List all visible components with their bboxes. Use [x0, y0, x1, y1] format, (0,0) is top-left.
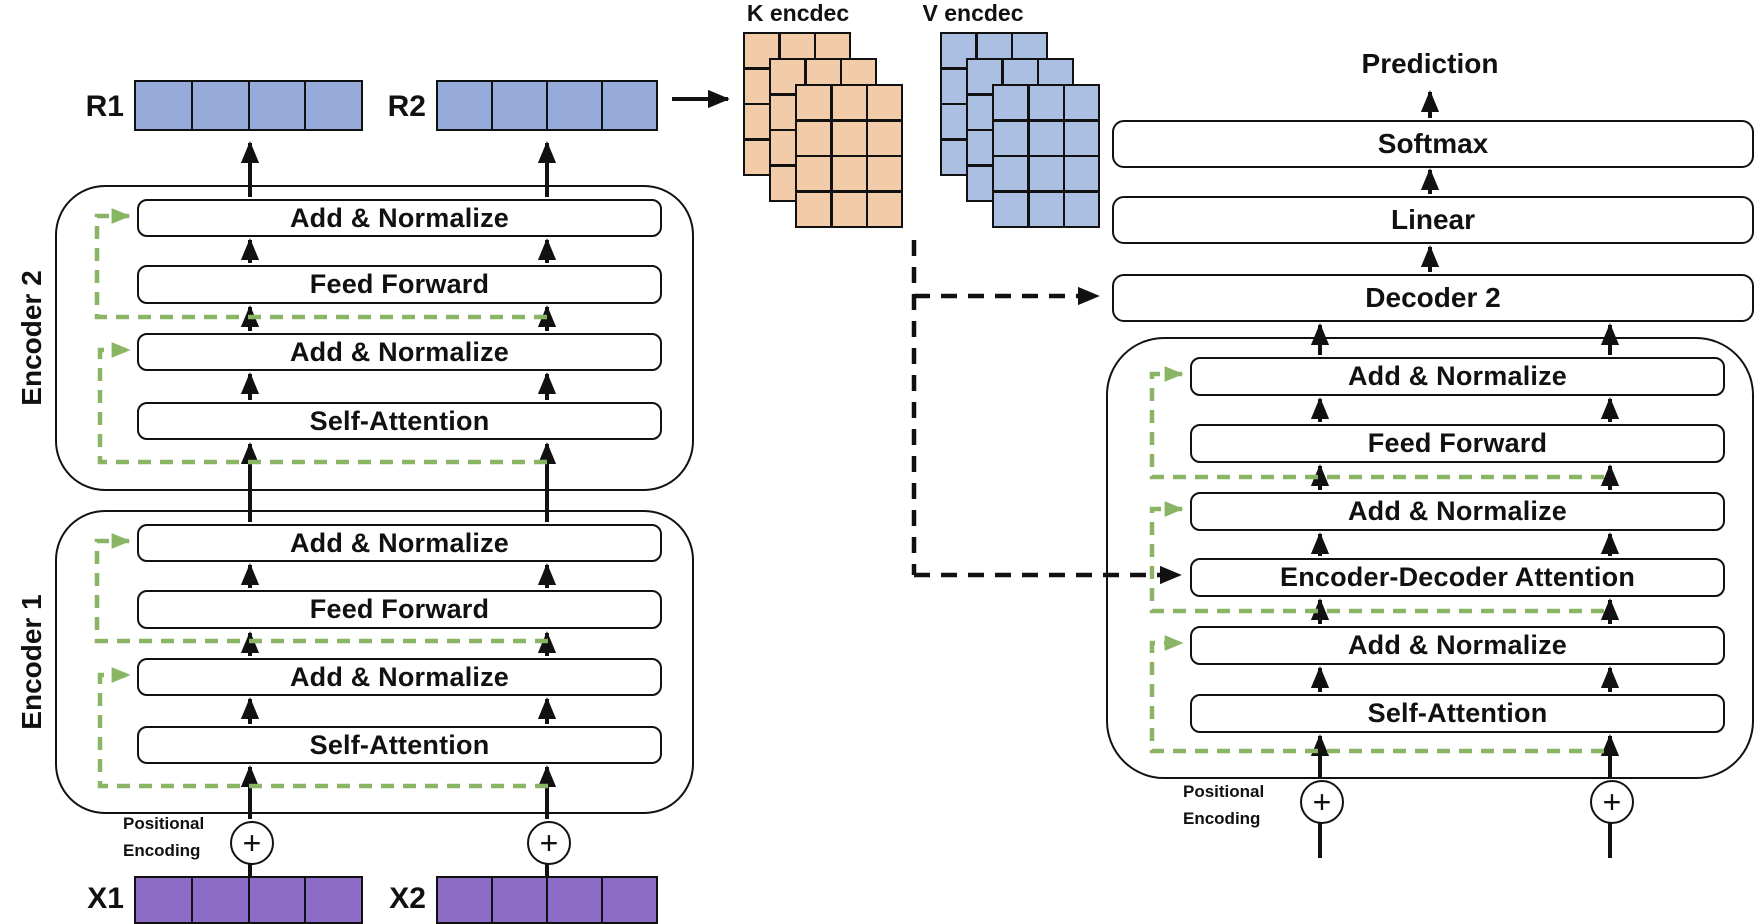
x1-label: X1	[87, 882, 124, 915]
x2-label: X2	[389, 882, 426, 915]
decoder-add-normalize-3: Add & Normalize	[1190, 626, 1725, 665]
r2-label: R2	[387, 90, 426, 123]
token-cell	[603, 82, 656, 129]
decoder-plus-circle-2: +	[1590, 780, 1634, 824]
r1-token-bar	[134, 80, 363, 131]
token-cell	[438, 82, 493, 129]
v-encdec-label: V encdec	[922, 0, 1024, 26]
matrix-cell	[994, 86, 1027, 119]
encoder2-self-attention: Self-Attention	[137, 402, 662, 440]
k-encdec-label: K encdec	[746, 0, 850, 26]
x2-token-bar	[436, 876, 658, 924]
decoder-encoder-decoder-attention: Encoder-Decoder Attention	[1190, 558, 1725, 597]
encoder1-title: Encoder 1	[16, 594, 47, 730]
matrix-cell	[994, 157, 1027, 190]
encoder-positional-encoding-label: Positional Encoding	[123, 814, 205, 861]
matrix-cell	[1065, 86, 1098, 119]
decoder-positional-encoding-label: Positional Encoding	[1183, 782, 1265, 829]
matrix-cell	[797, 86, 830, 119]
matrix-cell	[832, 121, 866, 155]
token-cell	[548, 878, 603, 922]
r1-label: R1	[85, 90, 124, 123]
matrix-cell	[797, 192, 830, 226]
r2-token-bar	[436, 80, 658, 131]
token-cell	[193, 82, 250, 129]
encoder1-self-attention: Self-Attention	[137, 726, 662, 764]
matrix-cell	[832, 86, 866, 119]
token-cell	[193, 878, 250, 922]
token-cell	[250, 878, 307, 922]
prediction-label: Prediction	[1361, 48, 1499, 79]
encoder1-container	[55, 510, 694, 814]
token-cell	[548, 82, 603, 129]
matrix-cell	[868, 121, 901, 155]
token-cell	[603, 878, 656, 922]
decoder-self-attention: Self-Attention	[1190, 694, 1725, 733]
token-cell	[493, 82, 548, 129]
token-cell	[306, 82, 361, 129]
matrix-cell	[797, 121, 830, 155]
decoder1-container	[1106, 337, 1754, 779]
matrix-cell	[1065, 121, 1098, 155]
decoder2-box: Decoder 2	[1112, 274, 1754, 322]
encoder2-add-normalize-top: Add & Normalize	[137, 199, 662, 237]
matrix-cell	[994, 121, 1027, 155]
decoder-add-normalize-1: Add & Normalize	[1190, 357, 1725, 396]
token-cell	[306, 878, 361, 922]
encoder-plus-circle-2: +	[527, 821, 571, 865]
token-cell	[250, 82, 307, 129]
matrix-cell	[832, 157, 866, 190]
token-cell	[493, 878, 548, 922]
encoder1-add-normalize-top: Add & Normalize	[137, 524, 662, 562]
token-cell	[136, 878, 193, 922]
decoder-plus-circle-1: +	[1300, 780, 1344, 824]
token-cell	[136, 82, 193, 129]
linear-box: Linear	[1112, 196, 1754, 244]
matrix-cell	[868, 86, 901, 119]
encoder-plus-circle-1: +	[230, 821, 274, 865]
token-cell	[438, 878, 493, 922]
matrix-cell	[868, 192, 901, 226]
encoder2-title: Encoder 2	[16, 270, 47, 406]
encoder2-add-normalize-bottom: Add & Normalize	[137, 333, 662, 371]
matrix-cell	[832, 192, 866, 226]
matrix-cell	[1029, 192, 1063, 226]
decoder-feed-forward: Feed Forward	[1190, 424, 1725, 463]
matrix-cell	[1065, 192, 1098, 226]
encoder1-add-normalize-bottom: Add & Normalize	[137, 658, 662, 696]
k-encdec-matrix-front	[795, 84, 903, 228]
decoder-add-normalize-2: Add & Normalize	[1190, 492, 1725, 531]
encoder2-feed-forward: Feed Forward	[137, 265, 662, 304]
x1-token-bar	[134, 876, 363, 924]
matrix-cell	[797, 157, 830, 190]
v-encdec-matrix-front	[992, 84, 1100, 228]
matrix-cell	[1065, 157, 1098, 190]
matrix-cell	[994, 192, 1027, 226]
matrix-cell	[1029, 86, 1063, 119]
encoder1-feed-forward: Feed Forward	[137, 590, 662, 629]
matrix-cell	[868, 157, 901, 190]
matrix-cell	[1029, 121, 1063, 155]
encoder2-container	[55, 185, 694, 491]
softmax-box: Softmax	[1112, 120, 1754, 168]
matrix-cell	[1029, 157, 1063, 190]
